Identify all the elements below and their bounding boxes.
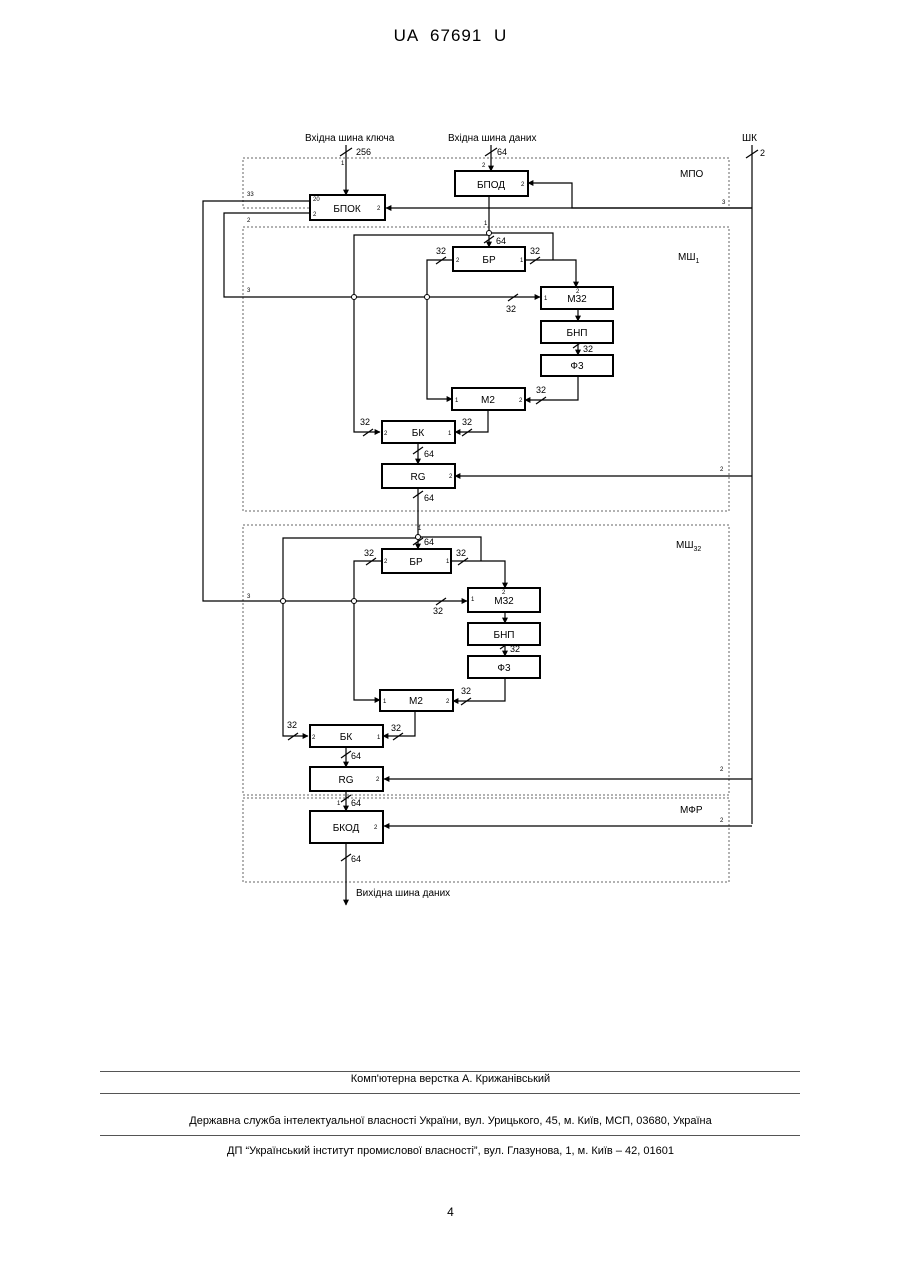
key-bus-label: Вхідна шина ключа — [305, 133, 395, 144]
svg-text:2: 2 — [720, 767, 724, 773]
block-rg32: RG — [339, 775, 354, 786]
bus-width-32: 32 — [364, 548, 374, 558]
block-br1: БР — [482, 255, 496, 266]
svg-text:33: 33 — [247, 192, 254, 198]
module-label-mfr: МФР — [680, 805, 703, 816]
control-width-label: 2 — [760, 148, 765, 158]
bus-width-64: 64 — [351, 798, 361, 808]
module-label-msh1-main: МШ — [678, 252, 696, 263]
block-m2-32: М2 — [409, 696, 423, 707]
block-bnp1: БНП — [567, 328, 588, 339]
block-bk32: БК — [340, 732, 353, 743]
svg-text:2: 2 — [720, 818, 724, 824]
svg-text:1: 1 — [337, 801, 341, 807]
block-f3-32: Ф3 — [497, 663, 511, 674]
block-m2-1: М2 — [481, 395, 495, 406]
module-label-msh32: МШ32 — [676, 540, 701, 553]
block-bk1: БК — [412, 428, 425, 439]
blocks — [310, 171, 613, 843]
svg-text:3: 3 — [247, 594, 251, 600]
output-bus-label: Вихідна шина даних — [356, 888, 450, 899]
footer-divider — [100, 1071, 800, 1072]
svg-text:1: 1 — [418, 526, 422, 532]
block-bpod: БПОД — [477, 180, 505, 191]
block-bpok: БПОК — [333, 204, 361, 215]
bus-width-32: 32 — [530, 246, 540, 256]
bus-width-32: 32 — [456, 548, 466, 558]
svg-text:3: 3 — [722, 200, 726, 206]
footer-divider — [100, 1135, 800, 1136]
module-label-msh1-sub: 1 — [696, 258, 700, 265]
bus-width-32: 32 — [360, 417, 370, 427]
svg-text:1: 1 — [341, 161, 345, 167]
block-m32-1: М32 — [567, 294, 587, 305]
data-bus-label: Вхідна шина даних — [448, 133, 536, 144]
control-bus-label: ШК — [742, 133, 757, 144]
bus-width-64: 64 — [351, 854, 361, 864]
svg-text:2: 2 — [482, 163, 486, 169]
bus-width-64: 64 — [496, 236, 506, 246]
svg-text:1: 1 — [484, 221, 488, 227]
bus-width-64: 64 — [424, 449, 434, 459]
module-label-msh32-main: МШ — [676, 540, 694, 551]
bus-width-32: 32 — [510, 644, 520, 654]
bus-width-32: 32 — [536, 385, 546, 395]
svg-text:20: 20 — [313, 197, 320, 203]
bus-width-64: 64 — [351, 751, 361, 761]
data-width-label: 64 — [497, 147, 507, 157]
module-label-mpo: МПО — [680, 169, 704, 180]
footer-layout-credit: Комп'ютерна верстка А. Крижанівський — [0, 1073, 901, 1085]
bus-width-32: 32 — [583, 344, 593, 354]
bus-width-32: 32 — [287, 720, 297, 730]
bus-width-32: 32 — [433, 606, 443, 616]
bus-width-32: 32 — [436, 246, 446, 256]
bus-width-32: 32 — [462, 417, 472, 427]
svg-text:3: 3 — [247, 288, 251, 294]
module-label-msh1: МШ1 — [678, 252, 700, 265]
svg-text:2: 2 — [720, 467, 724, 473]
block-bnp32: БНП — [494, 630, 515, 641]
block-m32-32: М32 — [494, 596, 514, 607]
module-label-msh32-sub: 32 — [694, 546, 702, 553]
bus-width-32: 32 — [391, 723, 401, 733]
page-number: 4 — [0, 1205, 901, 1219]
block-br32: БР — [409, 557, 423, 568]
bus-width-64: 64 — [424, 493, 434, 503]
block-f3-1: Ф3 — [570, 361, 584, 372]
footer-agency: Державна служба інтелектуальної власност… — [0, 1115, 901, 1127]
block-rg1: RG — [411, 472, 426, 483]
footer-institute: ДП “Український інститут промислової вла… — [0, 1145, 901, 1157]
svg-text:2: 2 — [247, 218, 251, 224]
bus-width-32: 32 — [506, 304, 516, 314]
bus-width-64: 64 — [424, 537, 434, 547]
footer-divider — [100, 1093, 800, 1094]
bus-width-32: 32 — [461, 686, 471, 696]
block-bkod: БКОД — [333, 823, 360, 834]
key-width-label: 256 — [356, 147, 371, 157]
